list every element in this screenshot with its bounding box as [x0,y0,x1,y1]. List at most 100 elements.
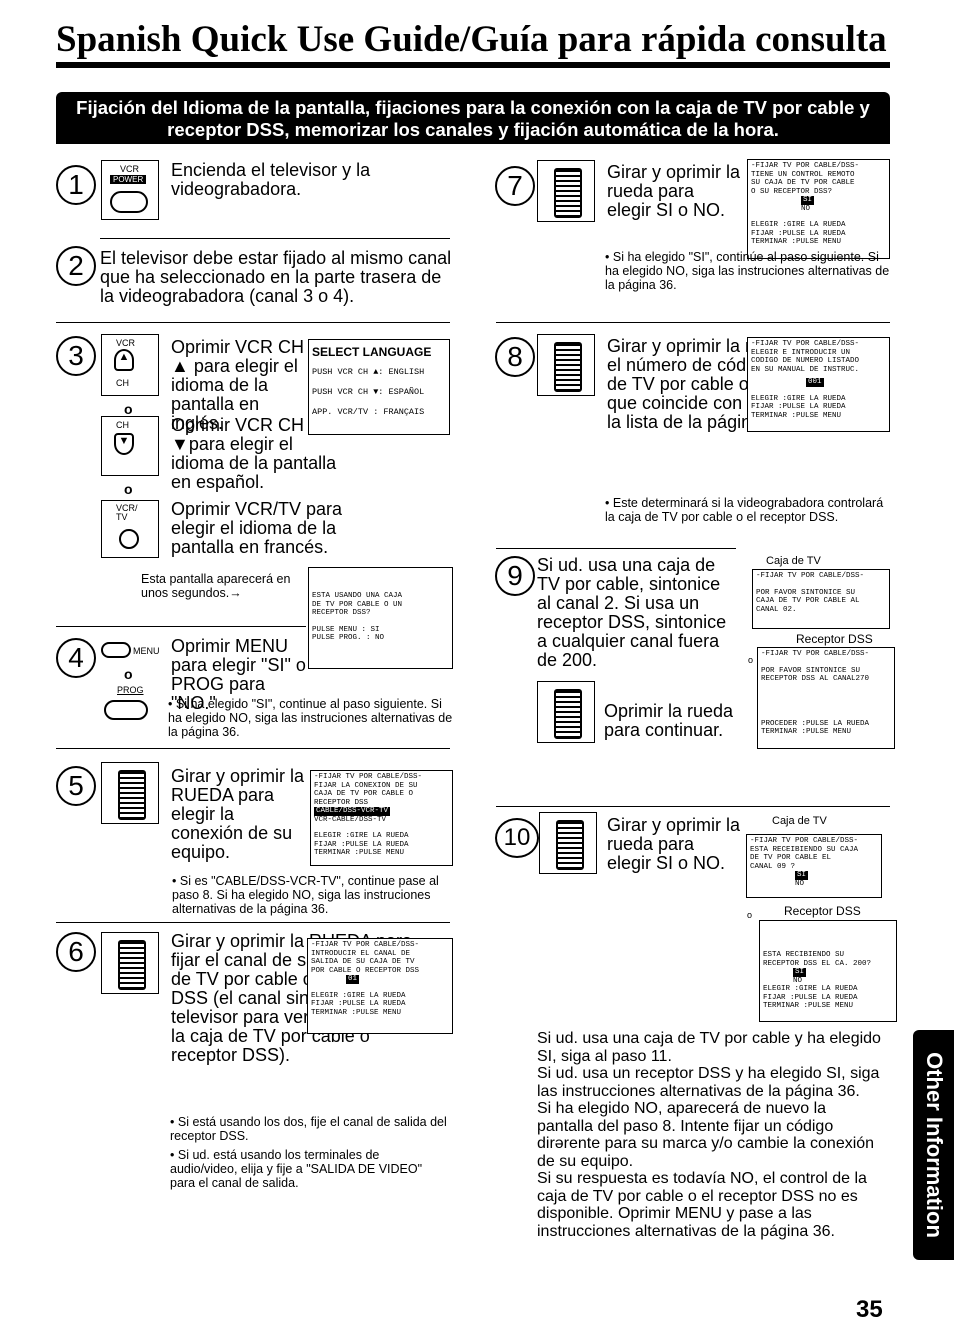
power-label: POWER [110,175,147,184]
cable-tune-screen: -FIJAR TV POR CABLE/DSS- POR FAVOR SINTO… [752,569,890,629]
screen-line: CANAL 02. [756,605,797,614]
screen-line: PULSE PROG. : NO [312,634,385,642]
screen-line: ELEGIR :GIRE LA RUEDA [763,985,858,993]
step-2-number: 2 [56,246,96,286]
screen-line: TERMINAR :PULSE MENU [763,1002,854,1010]
step-5-text: Girar y oprimir la RUEDA para elegir la … [171,766,305,862]
screen-line: EN SU MANUAL DE INSTRUC. [751,365,860,374]
step-3c-text: Oprimir VCR/TV para elegir el idioma de … [171,499,343,557]
step-9-text: Si ud. usa una caja de TV por cable, sin… [537,555,727,670]
vcr-label: VCR [120,164,140,174]
bullet-text: Si ha elegido "SI", continúe al paso sig… [605,250,890,292]
step-6-number: 6 [56,932,96,972]
section-banner: Fijación del Idioma de la pantalla, fija… [56,92,890,144]
screen-line: -FIJAR TV POR CABLE/DSS- [751,340,860,348]
divider [56,626,306,627]
bullet-text: Si está usando los dos, fije el canal de… [170,1115,447,1143]
screen-line: -FIJAR TV POR CABLE/DSS- [314,773,423,781]
ch-down-icon: ▼ [114,433,134,455]
jog-wheel-icon [101,932,159,994]
jog-wheel-icon [537,160,595,222]
screen-line: NO [795,879,805,888]
screen-line: NO [793,976,803,985]
screen-line: -FIJAR TV POR CABLE/DSS- [311,941,420,949]
screen-line: PROCEDER :PULSE LA RUEDA [761,719,870,728]
jog-wheel-icon [537,681,595,743]
screen-line: PUSH VCR CH ▼: ESPAÑOL [312,387,425,397]
prog-label: PROG [117,685,144,695]
vcr-label: VCR [116,338,136,348]
divider [100,238,450,239]
divider [56,322,450,323]
paragraph: Si su respuesta es todavía NO, el contro… [537,1170,867,1240]
bullet-text: Si ha elegido "SI", continue al paso sig… [168,697,453,739]
cable-box-label: Caja de TV [766,555,821,567]
divider [496,806,890,807]
or-text: o [747,910,753,920]
menu-button-icon [101,642,131,658]
ch-label: CH [116,420,129,430]
screen-line: FIJAR :PULSE LA RUEDA [763,993,858,1002]
screen-line: PULSE MENU : SI [312,625,380,634]
screen-line: CAJA DE TV POR CABLE AL [756,597,860,605]
step-10-number: 10 [495,818,539,858]
vcr-tv-label: VCR/ TV [116,503,138,522]
vcr-tv-button-illustration: VCR/ TV [101,500,159,558]
step-6-bullet-1: • Si está usando los dos, fije el canal … [170,1115,447,1143]
paragraph: Si ud. usa una caja de TV por cable y ha… [537,1030,881,1065]
prog-button-icon [104,700,148,720]
step-7-text: Girar y oprimir la rueda para elegir SI … [607,162,741,220]
step-9-number: 9 [495,556,535,596]
screen-line: TERMINAR :PULSE MENU [311,1008,402,1017]
screen-line: NO [801,204,811,213]
bullet-text: Si ud. está usando los terminales de aud… [170,1148,423,1190]
connection-screen: -FIJAR TV POR CABLE/DSS- FIJAR LA CONEXI… [310,770,453,866]
power-button-icon [110,191,148,213]
screen-line: DE TV POR CABLE O UN [312,600,403,609]
screen-line: -FIJAR TV POR CABLE/DSS- [750,837,859,845]
screen-line: FIJAR :PULSE LA RUEDA [751,229,846,238]
screen-appears-note: Esta pantalla aparecerá en unos segundos… [141,572,291,600]
dss-receiver-label: Receptor DSS [796,632,873,646]
or-text: o [124,401,133,417]
screen-line: FIJAR LA CONEXION DE SU [314,781,418,790]
screen-line: ELEGIR :GIRE LA RUEDA [311,991,406,1000]
screen-line: RECEPTOR DSS AL CANAL270 [761,675,870,683]
screen-selected-line: CABLE/DSS-VCR-TV [314,807,391,816]
screen-line: -FIJAR TV POR CABLE/DSS- [756,572,865,580]
step-4-text: Oprimir MENU para elegir "SI" o PROG par… [171,636,306,713]
dss-receiver-label: Receptor DSS [784,904,861,918]
screen-selected-line: 01 [346,975,360,984]
screen-line: ELEGIR E INTRODUCIR UN [751,348,851,357]
cable-box-label: Caja de TV [772,815,827,827]
step-6-text-a: Girar y oprimir la RUEDA para fijar el c… [171,932,426,1065]
side-tab-label: Other Information [921,1052,947,1238]
side-tab: Other Information [913,1030,954,1260]
dss-tune-screen: -FIJAR TV POR CABLE/DSS- POR FAVOR SINTO… [757,647,895,749]
screen-line: RECEPTOR DSS [314,798,369,807]
step-4-bullet: • Si ha elegido "SI", continue al paso s… [168,697,453,739]
screen-line: TERMINAR :PULSE MENU [314,849,405,857]
step-5-bullet: • Si es "CABLE/DSS-VCR-TV", continue pas… [172,874,439,916]
screen-line: CAJA DE TV POR CABLE O [314,790,414,798]
step-3b-text: Oprimir VCR CH ▼para elegir el idioma de… [171,415,337,492]
screen-line: FIJAR :PULSE LA RUEDA [311,1000,406,1008]
jog-wheel-icon [539,812,597,874]
screen-line: CODIGO DE NUMERO LISTADO [751,357,860,365]
screen-line: ELEGIR :GIRE LA RUEDA [314,832,409,840]
screen-line: PUSH VCR CH ▲: ENGLISH [312,367,425,377]
screen-line: O SU RECEPTOR DSS? [751,187,833,196]
divider [496,322,890,323]
screen-line: ESTA RECIBIENDO SU [763,951,845,959]
page-number: 35 [856,1296,883,1323]
paragraph: Si ha elegido NO, aparecerá de nuevo la … [537,1100,875,1170]
step-1-text: Encienda el televisor y la videograbador… [171,160,371,199]
screen-line: POR FAVOR SINTONICE SU [756,588,856,597]
screen-line: TERMINAR :PULSE MENU [761,728,852,736]
divider [56,748,450,749]
screen-line: SELECT LANGUAGE [312,345,432,359]
ch-up-icon: ▲ [114,349,134,371]
jog-wheel-icon [101,762,159,824]
step-5-number: 5 [56,766,96,806]
paragraph: Si ud. usa un receptor DSS y ha elegido … [537,1065,880,1100]
